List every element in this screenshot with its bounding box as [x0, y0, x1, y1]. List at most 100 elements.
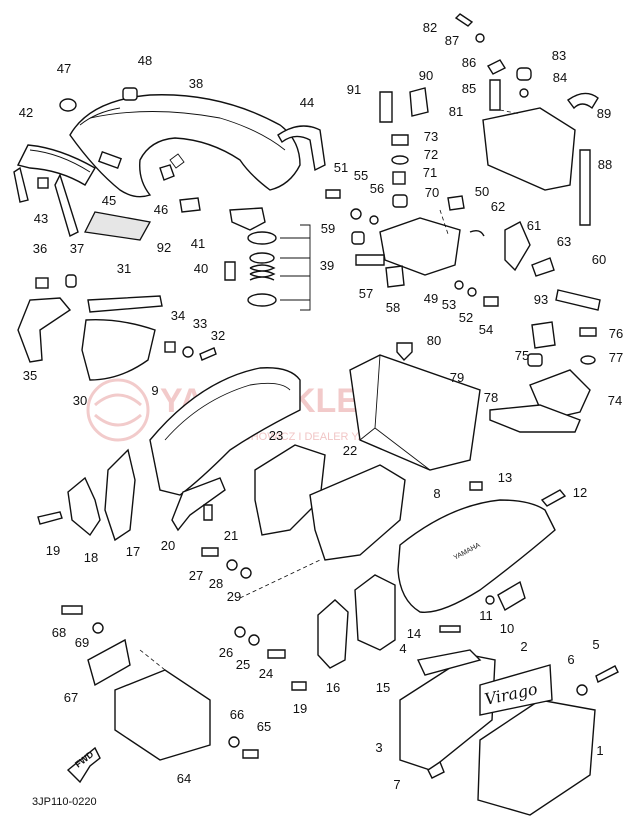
part-82 [454, 13, 474, 27]
part-61 [504, 221, 531, 272]
part-77 [580, 355, 596, 365]
part-28 [226, 559, 238, 571]
part-70 [392, 194, 408, 208]
callout-43: 43 [34, 211, 48, 226]
leader-line [139, 649, 166, 671]
part-29 [240, 567, 252, 579]
part-60-rod [555, 289, 601, 311]
watermark-logo-mark [94, 393, 142, 427]
part-55 [350, 208, 362, 220]
callout-34: 34 [171, 308, 185, 323]
watermark-logo [86, 378, 150, 442]
part-78 [489, 404, 581, 433]
callout-66: 66 [230, 707, 244, 722]
part-88-hose [579, 149, 591, 226]
callout-20: 20 [161, 538, 175, 553]
part-17 [104, 448, 136, 542]
part-89-hose [567, 92, 599, 110]
callout-47: 47 [57, 61, 71, 76]
part-47 [59, 98, 77, 112]
callout-50: 50 [475, 184, 489, 199]
callout-33: 33 [193, 316, 207, 331]
callout-22: 22 [343, 443, 357, 458]
part-53 [454, 280, 464, 290]
callout-53: 53 [442, 297, 456, 312]
part-90 [409, 87, 429, 117]
part-39-stack [229, 207, 311, 311]
callout-65: 65 [257, 719, 271, 734]
callout-19: 19 [293, 701, 307, 716]
part-5 [595, 665, 619, 683]
part-41 [179, 197, 201, 213]
part-86 [486, 59, 507, 75]
part-64-bracket [114, 669, 211, 761]
callout-75: 75 [515, 348, 529, 363]
callout-2: 2 [520, 639, 527, 654]
callout-32: 32 [211, 328, 225, 343]
callout-58: 58 [386, 300, 400, 315]
callout-24: 24 [259, 666, 273, 681]
callout-74: 74 [608, 393, 622, 408]
part-44-stay [277, 125, 326, 172]
part-35 [17, 297, 72, 363]
leader-line [439, 209, 449, 235]
part-6 [576, 684, 588, 696]
callout-35: 35 [23, 368, 37, 383]
part-21 [203, 504, 213, 521]
callout-82: 82 [423, 20, 437, 35]
leader-line [239, 559, 321, 599]
part-87 [475, 33, 485, 43]
callout-59: 59 [321, 221, 335, 236]
part-68 [61, 605, 83, 615]
part-33 [182, 346, 194, 358]
part-91 [379, 91, 393, 123]
callout-21: 21 [224, 528, 238, 543]
part-48 [122, 87, 138, 101]
leader-line [499, 109, 521, 115]
callout-61: 61 [527, 218, 541, 233]
part-23-plate [254, 444, 326, 536]
callout-23: 23 [269, 428, 283, 443]
callout-70: 70 [425, 185, 439, 200]
callout-6: 6 [567, 652, 574, 667]
callout-7: 7 [393, 777, 400, 792]
part-43 [37, 177, 49, 189]
part-75 [527, 353, 543, 367]
part-19-bolt-a [37, 511, 63, 525]
callout-28: 28 [209, 576, 223, 591]
part-80-bolt [396, 342, 413, 362]
callout-17: 17 [126, 544, 140, 559]
part-57 [355, 254, 385, 266]
part-27 [201, 547, 219, 557]
part-40-bolt [224, 261, 236, 281]
part-79-battery-box [349, 354, 481, 471]
part-83 [516, 67, 532, 81]
callout-62: 62 [491, 199, 505, 214]
part-84 [519, 88, 529, 98]
part-76 [579, 327, 597, 337]
callout-46: 46 [154, 202, 168, 217]
callout-48: 48 [138, 53, 152, 68]
part-81-reservoir [482, 107, 576, 191]
callout-90: 90 [419, 68, 433, 83]
callout-64: 64 [177, 771, 191, 786]
callout-56: 56 [370, 181, 384, 196]
callout-81: 81 [449, 104, 463, 119]
callout-36: 36 [33, 241, 47, 256]
callout-14: 14 [407, 626, 421, 641]
callout-45: 45 [102, 193, 116, 208]
part-20 [171, 477, 226, 532]
part-31 [87, 295, 163, 313]
callout-93: 93 [534, 292, 548, 307]
callout-11: 11 [479, 608, 493, 623]
callout-78: 78 [484, 390, 498, 405]
part-65 [242, 749, 259, 759]
part-2-emblem [479, 664, 553, 716]
part-51 [325, 189, 341, 199]
callout-38: 38 [189, 76, 203, 91]
part-10 [497, 580, 526, 611]
part-12 [540, 489, 567, 507]
callout-91: 91 [347, 82, 361, 97]
part-15 [354, 574, 396, 651]
